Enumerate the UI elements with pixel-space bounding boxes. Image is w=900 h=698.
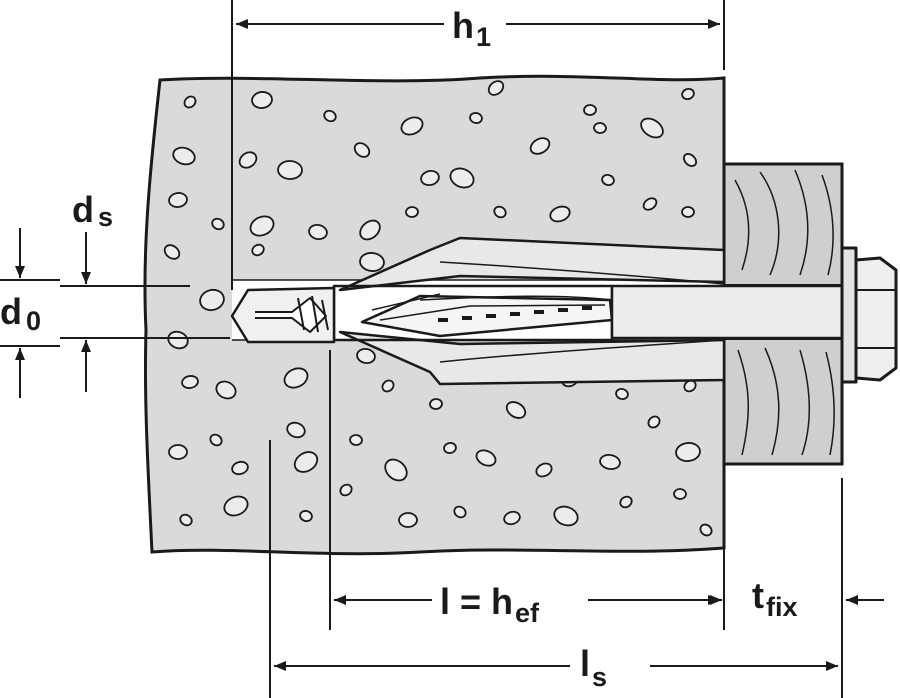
label-l-hef: l = hef — [440, 581, 540, 628]
aggregate-pore — [505, 401, 527, 419]
aggregate-pore — [249, 215, 275, 237]
aggregate-pore — [179, 513, 193, 527]
aggregate-pore — [308, 224, 328, 240]
aggregate-pore — [599, 453, 621, 471]
aggregate-pore — [167, 330, 189, 350]
aggregate-pore — [420, 169, 440, 187]
aggregate-pore — [593, 122, 607, 134]
aggregate-pore — [675, 442, 701, 462]
aggregate-pore — [251, 91, 273, 109]
aggregate-pore — [356, 348, 376, 364]
aggregate-pore — [398, 512, 418, 528]
aggregate-pore — [211, 217, 225, 231]
aggregate-pore — [163, 244, 181, 260]
aggregate-pore — [443, 442, 457, 454]
aggregate-pore — [642, 197, 658, 211]
aggregate-pore — [493, 205, 507, 219]
aggregate-pore — [400, 116, 424, 136]
aggregate-pore — [277, 160, 303, 180]
label-h1: h1 — [452, 5, 491, 52]
aggregate-pore — [384, 458, 408, 482]
aggregate-pore — [469, 112, 483, 124]
aggregate-pore — [429, 398, 443, 410]
aggregate-pore — [601, 174, 615, 186]
aggregate-pore — [199, 288, 225, 312]
label-tfix: tfix — [752, 575, 798, 622]
aggregate-pore — [359, 252, 385, 272]
aggregate-pore — [353, 142, 371, 158]
aggregate-pore — [619, 495, 633, 509]
aggregate-pore — [323, 109, 337, 123]
aggregate-pore — [299, 510, 313, 522]
aggregate-pore — [615, 388, 629, 400]
aggregate-pore — [286, 421, 306, 439]
aggregate-pore — [183, 95, 197, 109]
aggregate-pore — [168, 192, 188, 208]
washer-and-hex-head — [840, 246, 898, 384]
aggregate-pore — [681, 206, 695, 218]
aggregate-pore — [359, 219, 381, 241]
aggregate-pore — [449, 167, 475, 189]
aggregate-pore — [683, 379, 697, 393]
aggregate-pore — [549, 205, 571, 223]
aggregate-pore — [553, 505, 579, 527]
screw-bolt — [230, 284, 844, 344]
aggregate-pore — [647, 415, 661, 429]
aggregate-pore — [293, 451, 319, 473]
aggregate-pore — [231, 460, 249, 476]
aggregate-pore — [215, 380, 237, 400]
aggregate-pore — [682, 153, 698, 167]
aggregate-pore — [681, 87, 695, 101]
aggregate-pore — [223, 495, 249, 517]
aggregate-pore — [453, 505, 467, 519]
aggregate-pore — [640, 117, 664, 139]
aggregate-pore — [529, 137, 551, 155]
aggregate-pore — [238, 151, 258, 169]
aggregate-pore — [583, 104, 597, 116]
aggregate-pore — [535, 462, 553, 478]
aggregate-pore — [172, 146, 196, 166]
aggregate-pore — [475, 449, 497, 467]
aggregate-pore — [487, 80, 505, 96]
expansion-anchor — [332, 236, 726, 386]
aggregate-pore — [251, 243, 265, 257]
aggregate-pore — [339, 483, 353, 497]
aggregate-pore — [381, 379, 395, 393]
aggregate-pore — [168, 444, 188, 460]
aggregate-pore — [405, 206, 419, 218]
aggregate-pore — [699, 523, 713, 537]
aggregate-pore — [673, 488, 687, 500]
label-ls: ls — [580, 643, 607, 692]
concrete-aggregate — [163, 80, 713, 537]
aggregate-pore — [209, 433, 223, 447]
aggregate-pore — [503, 510, 521, 526]
aggregate-pore — [283, 367, 309, 389]
aggregate-pore — [349, 434, 363, 446]
aggregate-pore — [181, 375, 199, 389]
